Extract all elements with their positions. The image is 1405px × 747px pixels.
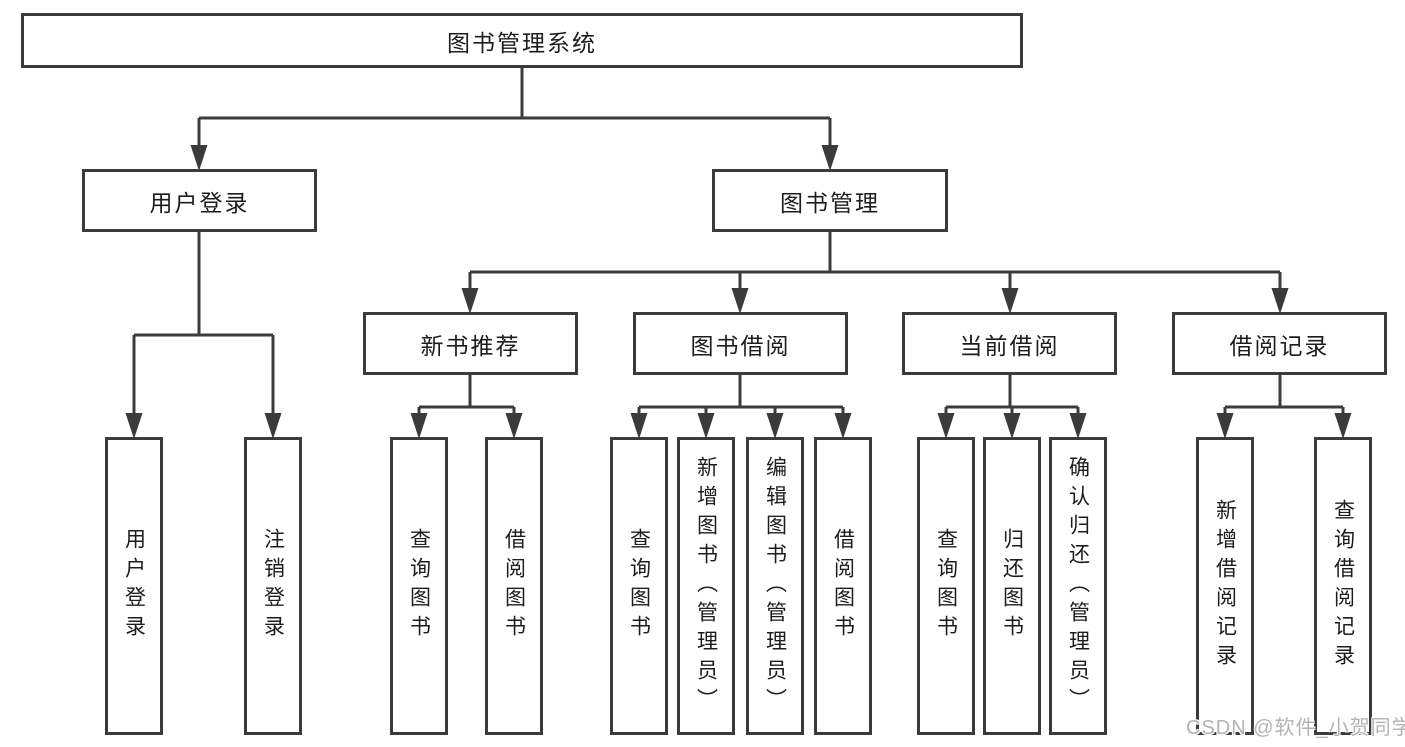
leaf-add-borrow-record: 新增借阅记录 [1196,437,1254,735]
leaf-label: 编辑图书（管理员） [763,455,787,717]
leaf-label: 确认归还（管理员） [1066,455,1090,717]
leaf-label: 归还图书 [1000,528,1024,644]
leaf-query-books-1: 查询图书 [390,437,448,735]
leaf-label: 借阅图书 [831,528,855,644]
leaf-label: 用户登录 [122,528,146,644]
leaf-label: 查询图书 [934,528,958,644]
node-book-management: 图书管理 [712,169,948,232]
node-borrowing-records: 借阅记录 [1172,312,1387,375]
csdn-watermark: CSDN @软件_小贺同学 [1186,717,1405,739]
node-book-borrowing: 图书借阅 [633,312,848,375]
leaf-return-books: 归还图书 [983,437,1041,735]
leaf-query-borrow-record: 查询借阅记录 [1314,437,1372,735]
arrowhead-icons [125,145,1352,439]
leaf-edit-books-admin: 编辑图书（管理员） [746,437,804,735]
leaf-label: 查询图书 [407,528,431,644]
leaf-logout: 注销登录 [244,437,302,735]
leaf-confirm-return-admin: 确认归还（管理员） [1049,437,1107,735]
leaf-add-books-admin: 新增图书（管理员） [677,437,735,735]
leaf-label: 借阅图书 [502,528,526,644]
leaf-borrow-books-2: 借阅图书 [814,437,872,735]
leaf-borrow-books-1: 借阅图书 [485,437,543,735]
node-current-borrowing: 当前借阅 [902,312,1117,375]
leaf-query-books-3: 查询图书 [917,437,975,735]
leaf-label: 查询图书 [627,528,651,644]
leaf-query-books-2: 查询图书 [610,437,668,735]
leaf-user-login: 用户登录 [105,437,163,735]
leaf-label: 新增图书（管理员） [694,455,718,717]
leaf-label: 查询借阅记录 [1331,499,1355,673]
node-library-management-system: 图书管理系统 [21,13,1023,68]
leaf-label: 注销登录 [261,528,285,644]
node-user-login: 用户登录 [82,169,317,232]
leaf-label: 新增借阅记录 [1213,499,1237,673]
node-new-book-recommendation: 新书推荐 [363,312,578,375]
